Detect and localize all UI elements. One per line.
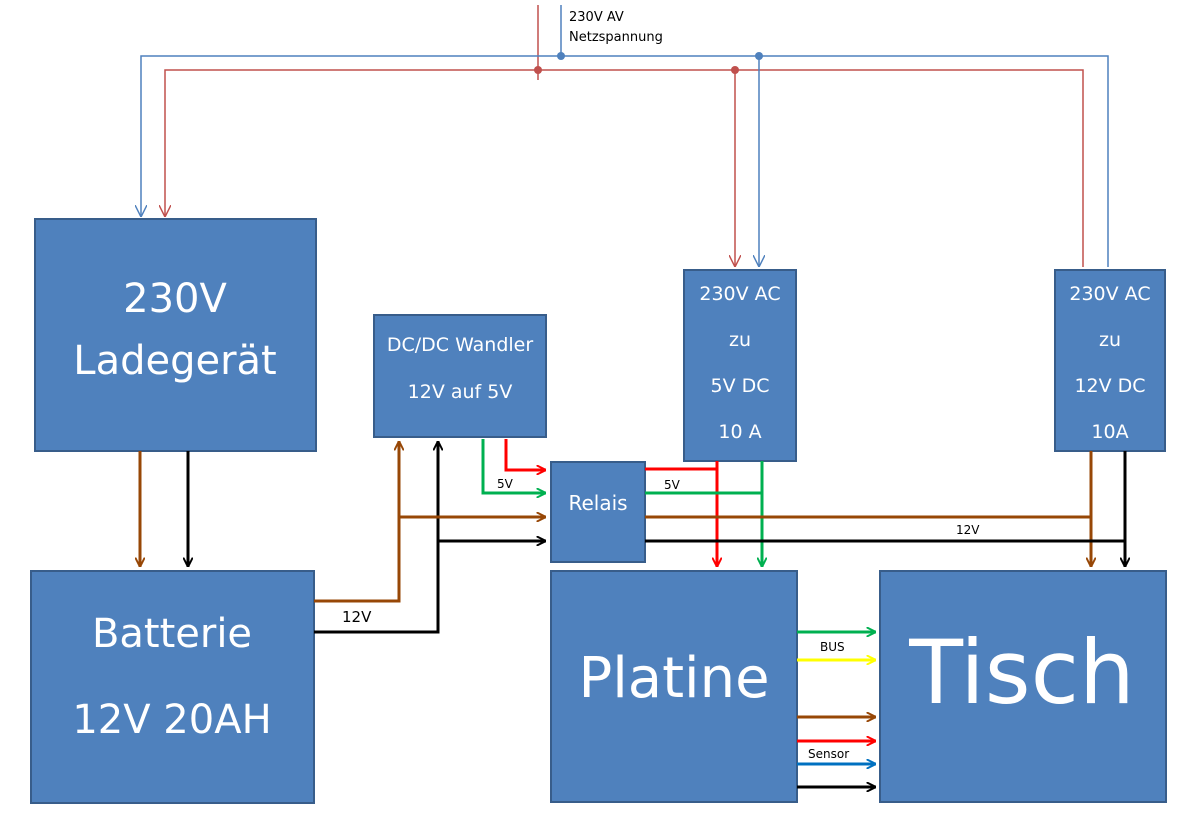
wire-label-bus: BUS [820, 640, 845, 654]
block-tisch: Tisch [879, 570, 1167, 803]
block-netzteil-5v: 230V AC zu 5V DC 10 A [683, 269, 797, 462]
dcdc-line2: 12V auf 5V [408, 381, 513, 403]
platine-tisch-wiring: BUS Sensor [797, 632, 876, 787]
netzteil-5v-line1: 230V AC [699, 283, 780, 305]
wire-label-batt-12v: 12V [342, 608, 372, 626]
dcdc-wiring: 5V [481, 439, 546, 493]
five-volt-wiring: 5V [645, 461, 762, 567]
block-netzteil-12v: 230V AC zu 12V DC 10A [1054, 269, 1166, 452]
platine-box [550, 570, 798, 803]
mains-wiring: 230V AV Netzspannung [141, 5, 1109, 267]
wire-batt-brown-to-dcdc [314, 441, 399, 603]
batterie-box [30, 570, 315, 804]
ladegeraet-line2: Ladegerät [73, 338, 276, 384]
mains-label-line2: Netzspannung [569, 30, 663, 45]
block-ladegeraet: 230V Ladegerät [34, 218, 317, 452]
wire-batt-black-to-dcdc [314, 441, 438, 634]
block-batterie: Batterie 12V 20AH [30, 570, 315, 804]
netzteil-5v-line3: 5V DC [710, 375, 769, 397]
netzteil-12v-line2: zu [1099, 329, 1121, 351]
wire-label-relais-12v: 12V [956, 523, 980, 537]
block-platine: Platine [550, 570, 798, 803]
junction-dot [557, 52, 565, 60]
netzteil-12v-box [1054, 269, 1166, 452]
mains-neutral-to-ladegeraet [141, 55, 1109, 267]
batterie-line2: 12V 20AH [72, 697, 271, 743]
wire-label-dcdc-5v: 5V [497, 477, 514, 491]
tisch-box [879, 570, 1167, 803]
block-relais: Relais [550, 461, 646, 563]
netzteil-12v-line3: 12V DC [1074, 375, 1145, 397]
wire-dcdc-green-to-relais [481, 439, 546, 493]
batterie-line1: Batterie [92, 611, 252, 657]
dcdc-line1: DC/DC Wandler [387, 334, 534, 356]
relais-box [550, 461, 646, 563]
netzteil-5v-line4: 10 A [718, 421, 761, 443]
mains-live-to-ladegeraet [165, 69, 1084, 267]
ladegeraet-box [34, 218, 317, 452]
wire-label-sensor: Sensor [808, 747, 849, 761]
wire-label-relais-5v: 5V [664, 478, 681, 492]
netzteil-5v-box [683, 269, 797, 462]
junction-dot [755, 52, 763, 60]
mains-label-line1: 230V AV [569, 10, 624, 25]
ladegeraet-line1: 230V [123, 276, 227, 322]
block-dcdc-wandler: DC/DC Wandler 12V auf 5V [373, 314, 547, 438]
wire-dcdc-red-to-relais [504, 439, 546, 470]
netzteil-5v-line2: zu [729, 329, 751, 351]
netzteil-12v-line1: 230V AC [1069, 283, 1150, 305]
platine-label: Platine [578, 646, 769, 711]
junction-dot [731, 66, 739, 74]
twelve-volt-wiring: 12V [645, 451, 1125, 567]
battery-wiring: 12V [314, 441, 546, 634]
netzteil-12v-line4: 10A [1091, 421, 1128, 443]
dcdc-box [373, 314, 547, 438]
tisch-label: Tisch [908, 621, 1135, 724]
relais-label: Relais [568, 491, 627, 515]
junction-dot [534, 66, 542, 74]
charger-wiring [140, 451, 188, 567]
